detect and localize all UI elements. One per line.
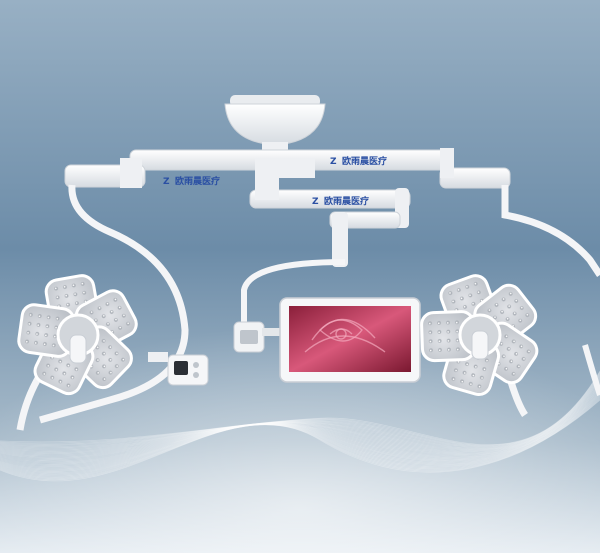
wave-line: [0, 389, 600, 468]
left-yoke: [39, 184, 189, 424]
brand-logo-upper: Z 欧雨晨医疗: [330, 155, 387, 167]
surgical-monitor: [279, 297, 421, 383]
wave-line: [0, 379, 600, 455]
wave-line: [0, 396, 600, 477]
wave-line: [0, 392, 600, 472]
wave-line: [0, 383, 600, 461]
wave-line: [0, 387, 600, 465]
wave-line: [0, 397, 600, 478]
wave-line: [0, 371, 600, 446]
wave-line: [0, 380, 600, 456]
wave-line: [0, 370, 600, 445]
rose-image: [304, 318, 386, 353]
brand-logo-lower: Z 欧雨晨医疗: [312, 195, 369, 207]
wave-line: [0, 381, 600, 457]
wave-line: [0, 376, 600, 450]
wave-line: [0, 378, 600, 453]
sterile-handle-icon: [471, 330, 489, 360]
wave-line: [0, 399, 600, 482]
wave-line: [0, 384, 600, 462]
wave-line: [0, 373, 600, 447]
wave-line: [0, 375, 600, 449]
wave-line: [0, 393, 600, 474]
decorative-wave-lines: [0, 370, 600, 482]
lower-arm: [233, 172, 411, 353]
wave-line: [0, 394, 600, 475]
control-panel-icon: [148, 352, 209, 386]
brand-logo-text: 欧雨晨医疗: [342, 155, 387, 167]
svg-text:Z: Z: [163, 177, 170, 187]
wave-line: [0, 376, 600, 451]
brand-logo-text: 欧雨晨医疗: [175, 175, 220, 187]
wave-line: [0, 372, 600, 447]
wave-line: [0, 386, 600, 464]
svg-text:Z: Z: [330, 157, 337, 167]
wave-line: [0, 390, 600, 470]
sterile-handle-icon: [69, 334, 87, 364]
wave-line: [0, 383, 600, 459]
right-light-head: [419, 270, 544, 399]
svg-text:Z: Z: [312, 197, 319, 207]
wave-line: [0, 398, 600, 481]
brand-logo-left: Z 欧雨晨医疗: [163, 175, 220, 187]
wave-line: [0, 374, 600, 448]
wave-line: [0, 390, 600, 469]
right-yoke: [501, 185, 600, 277]
wave-line: [0, 385, 600, 463]
wave-line: [0, 391, 600, 471]
wave-line: [0, 377, 600, 452]
wave-line: [0, 382, 600, 458]
wave-line: [0, 397, 600, 479]
left-light-head: [15, 272, 142, 400]
brand-logo-text: 欧雨晨医疗: [324, 195, 369, 207]
wave-line: [0, 395, 600, 476]
wave-line: [0, 388, 600, 466]
